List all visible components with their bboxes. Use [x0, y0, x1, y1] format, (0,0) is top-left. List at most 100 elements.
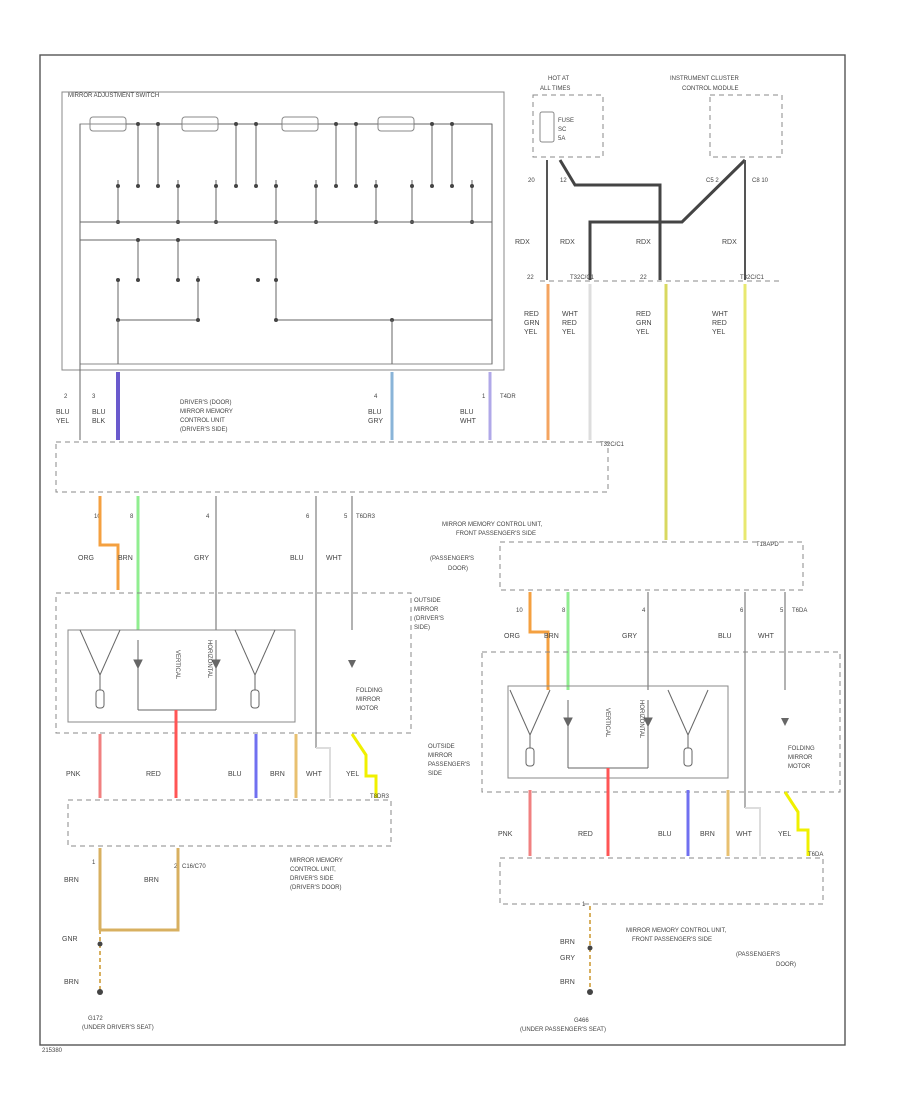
svg-text:OUTSIDE: OUTSIDE: [428, 744, 455, 750]
svg-text:MIRROR: MIRROR: [414, 607, 439, 613]
svg-text:YEL: YEL: [562, 329, 575, 336]
wire-label: BLU: [290, 555, 304, 562]
mirror-motors-passenger: [509, 689, 709, 769]
svg-text:PNK: PNK: [498, 831, 513, 838]
svg-text:MIRROR: MIRROR: [788, 755, 813, 761]
svg-text:(UNDER PASSENGER'S SEAT): (UNDER PASSENGER'S SEAT): [520, 1027, 606, 1033]
svg-text:OUTSIDE: OUTSIDE: [414, 598, 441, 604]
wire-label: BLU: [56, 409, 70, 416]
svg-text:MOTOR: MOTOR: [788, 764, 811, 770]
svg-text:GRN: GRN: [524, 320, 540, 327]
svg-text:ALL TIMES: ALL TIMES: [540, 86, 570, 92]
svg-text:INSTRUMENT CLUSTER: INSTRUMENT CLUSTER: [670, 76, 740, 82]
svg-text:RED: RED: [712, 320, 727, 327]
svg-text:WHT: WHT: [712, 311, 729, 318]
instrument-cluster-control-module: INSTRUMENT CLUSTER CONTROL MODULE: [670, 76, 783, 158]
wire-yel: [350, 733, 378, 798]
mirror-motor-assembly-passenger: [507, 685, 729, 779]
pin-label: 4: [642, 608, 646, 614]
ground-label-driver: G172 (UNDER DRIVER'S SEAT): [82, 1016, 154, 1031]
svg-text:DRIVER'S SIDE: DRIVER'S SIDE: [290, 876, 334, 882]
svg-text:G466: G466: [574, 1018, 589, 1024]
pin-label: 2: [174, 864, 178, 870]
pin-label: 1: [482, 394, 486, 400]
pin-label: 3: [92, 394, 96, 400]
svg-text:FOLDING: FOLDING: [356, 688, 383, 694]
svg-text:(PASSENGER'S: (PASSENGER'S: [736, 952, 780, 958]
wire-labels-driver-bottom: PNK RED BLU BRN WHT YEL: [66, 771, 359, 778]
wire-org: [528, 592, 550, 690]
svg-text:CONTROL MODULE: CONTROL MODULE: [682, 86, 738, 92]
pin-label: 1: [582, 902, 586, 908]
ground-point-driver: [97, 989, 103, 995]
outside-mirror-driver-label: OUTSIDE MIRROR (DRIVER'S SIDE): [414, 598, 444, 631]
connector-label: T32C/C1: [600, 442, 625, 448]
adjustment-switch-label: MIRROR ADJUSTMENT SWITCH: [68, 93, 159, 99]
connector-label: T32C/C1: [740, 275, 765, 281]
svg-text:(DRIVER'S SIDE): (DRIVER'S SIDE): [180, 427, 227, 433]
pin-label: 4: [206, 514, 210, 520]
svg-text:BLU: BLU: [658, 831, 672, 838]
hot-at-all-times-fuse: HOT AT ALL TIMES FUSE SC 5A: [532, 76, 604, 158]
svg-text:WHT: WHT: [306, 771, 323, 778]
svg-text:RED: RED: [146, 771, 161, 778]
wire-label: GRY: [622, 633, 637, 640]
outside-mirror-passenger: [481, 651, 841, 793]
motor-label-horizontal: HORIZONTAL: [638, 700, 644, 739]
svg-text:DOOR): DOOR): [448, 566, 468, 572]
svg-text:BLU: BLU: [228, 771, 242, 778]
svg-text:YEL: YEL: [778, 831, 791, 838]
svg-text:HOT AT: HOT AT: [548, 76, 569, 82]
passenger-unit-bottom-label: MIRROR MEMORY CONTROL UNIT, FRONT PASSEN…: [626, 928, 796, 968]
ground-point-passenger: [587, 989, 593, 995]
mirror-adjustment-switch: MIRROR ADJUSTMENT SWITCH: [61, 91, 505, 371]
wire-label: BRN: [118, 555, 133, 562]
wire-label: BLU: [718, 633, 732, 640]
wire-org: [98, 496, 120, 590]
driver-memory-unit-lower: [67, 799, 392, 847]
fuse-symbol: [539, 111, 555, 143]
diagram-id: 215380: [42, 1048, 63, 1054]
wire-label: WHT: [758, 633, 775, 640]
switch-contact-posts: [117, 124, 473, 222]
svg-text:WHT: WHT: [736, 831, 753, 838]
wire-label: BLU: [92, 409, 106, 416]
svg-text:RED: RED: [524, 311, 539, 318]
svg-text:DOOR): DOOR): [776, 962, 796, 968]
wire-label: RDX: [636, 239, 651, 246]
svg-text:MOTOR: MOTOR: [356, 706, 379, 712]
svg-text:BRN: BRN: [270, 771, 285, 778]
wire-label: GRY: [368, 418, 383, 425]
wire-label: YEL: [56, 418, 69, 425]
outside-mirror-driver: [55, 592, 412, 734]
wire-label: GRY: [194, 555, 209, 562]
driver-unit-top-label: DRIVER'S (DOOR) MIRROR MEMORY CONTROL UN…: [180, 400, 233, 433]
pin-label: 2: [64, 394, 68, 400]
wire-label: RDX: [560, 239, 575, 246]
svg-text:MIRROR: MIRROR: [428, 753, 453, 759]
ground-wire-driver-2: [100, 848, 180, 932]
switch-contact-dots: [116, 122, 474, 224]
svg-text:PNK: PNK: [66, 771, 81, 778]
wire-yel: [783, 791, 810, 856]
wire-wht: [745, 807, 761, 856]
wire-labels-right: RED GRN YEL WHT RED YEL RED GRN YEL WHT …: [524, 311, 729, 336]
connector-label: T18APD: [756, 542, 779, 548]
wire-label: RDX: [515, 239, 530, 246]
power-trunk: [558, 159, 662, 280]
wire-label: BRN: [560, 979, 575, 986]
motor-label-vertical: VERTICAL: [604, 708, 610, 738]
wire-wht: [316, 747, 331, 798]
pin-label: 5: [344, 514, 348, 520]
ground-label-passenger: G466 (UNDER PASSENGER'S SEAT): [520, 1018, 606, 1033]
svg-text:MIRROR MEMORY: MIRROR MEMORY: [290, 858, 343, 864]
passenger-memory-unit-upper: [499, 541, 804, 591]
connector-label: T6DA: [792, 608, 807, 614]
wire-label: BRN: [144, 877, 159, 884]
connector-label: T32C/C1: [570, 275, 595, 281]
pin-label: 20: [528, 178, 535, 184]
svg-text:YEL: YEL: [524, 329, 537, 336]
pin-label: 6: [740, 608, 744, 614]
motor-label-horizontal: HORIZONTAL: [206, 640, 212, 679]
